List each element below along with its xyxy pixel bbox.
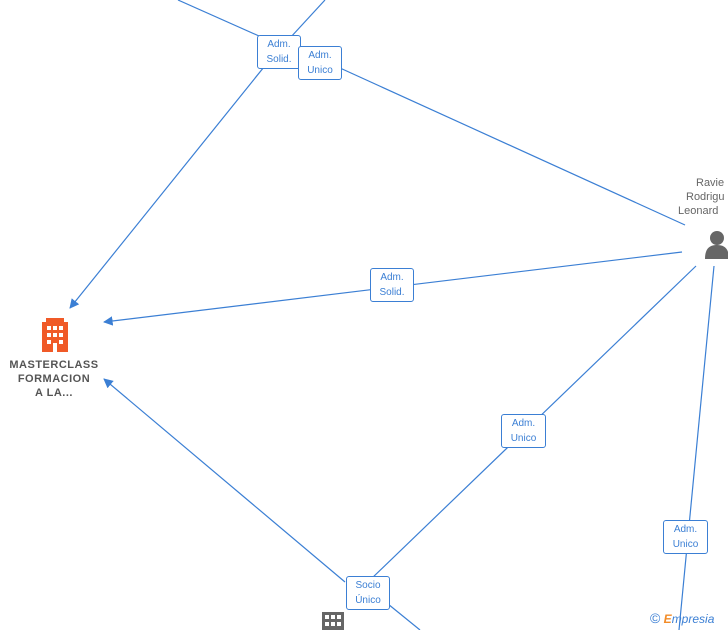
edge-top-to-person [339,67,686,226]
edge-label-line: Unico [672,539,699,550]
person-icon[interactable] [705,231,728,259]
main-company-label-line: MASTERCLASS [9,359,99,371]
edge-label-line: Solid. [266,54,292,65]
main-company-label[interactable]: MASTERCLASS FORMACION A LA... [0,358,108,400]
brand-footer: © Empresia [650,610,714,626]
person-label-line: Ravie [696,177,725,189]
brand-logo-text: mpresia [671,612,715,626]
brand-logo-initial: E [663,612,672,626]
main-company-label-line: A LA... [35,387,73,399]
edge-label-line: Socio [355,580,381,591]
edge-person-downward [678,265,715,630]
edge-top-to-main-company [69,61,269,309]
edge-top-offscreen-right [289,0,326,39]
edge-label-line: Solid. [379,287,405,298]
edge-label-top-left[interactable]: Adm. Solid. [257,35,301,69]
edge-label-line: Único [355,595,381,606]
edge-label-bottom[interactable]: Socio Único [346,576,390,610]
person-label[interactable]: Ravie Rodrigu Leonard [672,176,728,218]
edge-bottom-offscreen [387,603,421,630]
edge-label-line: Unico [510,433,537,444]
building-icon[interactable] [322,612,344,630]
copyright-symbol: © [650,610,661,626]
building-icon[interactable] [42,318,68,352]
edge-label-line: Adm. [308,50,332,61]
person-label-line: Leonard [678,205,719,217]
edge-label-right[interactable]: Adm. Unico [663,520,708,554]
edge-label-line: Adm. [380,272,404,283]
edge-label-line: Adm. [267,39,291,50]
edge-bottom-to-main-company [103,378,346,583]
edge-label-line: Adm. [673,524,698,535]
edge-label-top-right[interactable]: Adm. Unico [298,46,342,80]
edge-top-offscreen-left [177,0,269,41]
edge-label-line: Adm. [511,418,536,429]
main-company-label-line: FORMACION [17,373,91,385]
edge-label-line: Unico [307,65,333,76]
edge-label-lower-middle[interactable]: Adm. Unico [501,414,546,448]
person-label-line: Rodrigu [686,191,725,203]
edge-label-middle[interactable]: Adm. Solid. [370,268,414,302]
